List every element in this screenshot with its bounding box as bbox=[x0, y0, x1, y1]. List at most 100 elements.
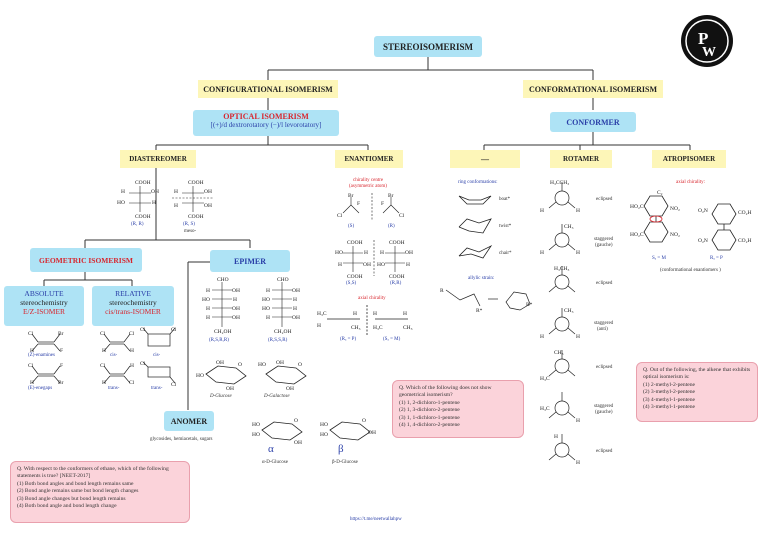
svg-text:H: H bbox=[540, 208, 544, 214]
label-rs: (R, S) bbox=[183, 222, 195, 227]
svg-text:H: H bbox=[338, 262, 342, 268]
label-gauche-2: (gauche) bbox=[595, 410, 613, 415]
svg-text:H: H bbox=[233, 297, 237, 303]
svg-text:F: F bbox=[357, 201, 360, 207]
allylic-strain: RR*R* bbox=[440, 288, 533, 314]
svg-text:CO₂H: CO₂H bbox=[738, 210, 752, 216]
atropisomer-box: ATROPISOMER bbox=[652, 150, 726, 168]
svg-text:NO₂: NO₂ bbox=[670, 232, 680, 238]
svg-text:HO: HO bbox=[202, 297, 210, 303]
ring-conf-label: ring conformations: bbox=[458, 180, 498, 185]
svg-text:O: O bbox=[238, 362, 242, 368]
label-staggered-1: staggered bbox=[594, 237, 614, 242]
q2-o2: (2) 1, 3-dichloro-2-pentene bbox=[399, 407, 460, 414]
label-chair: chair* bbox=[499, 251, 512, 256]
svg-text:CH₂OH: CH₂OH bbox=[274, 329, 292, 335]
svg-text:O: O bbox=[294, 418, 298, 424]
svg-text:OH: OH bbox=[368, 430, 376, 436]
svg-text:H: H bbox=[152, 200, 156, 206]
label-eclipsed-3: eclipsed bbox=[596, 365, 613, 370]
q2-head: Q. Which of the following does not show … bbox=[399, 385, 492, 399]
q3-o1: (1) 2-methyl-2-pentene bbox=[643, 381, 696, 388]
svg-text:HO: HO bbox=[262, 297, 270, 303]
svg-text:Cl: Cl bbox=[337, 213, 343, 219]
svg-text:HO: HO bbox=[196, 373, 204, 379]
pw-logo-icon: P W bbox=[681, 15, 733, 67]
svg-text:OH: OH bbox=[276, 360, 284, 366]
q1-head: Q. With respect to the conformers of eth… bbox=[17, 466, 169, 480]
svg-text:Cl: Cl bbox=[140, 361, 146, 367]
svg-text:HO: HO bbox=[320, 422, 328, 428]
epimer-box: EPIMER bbox=[210, 250, 290, 272]
svg-text:O₂N: O₂N bbox=[698, 208, 708, 214]
svg-text:Cl: Cl bbox=[140, 327, 146, 333]
svg-text:R: R bbox=[440, 288, 444, 294]
svg-text:O₂N: O₂N bbox=[698, 238, 708, 244]
label-trans2: trans- bbox=[151, 386, 163, 391]
q3-head: Q. Out of the following, the alkene that… bbox=[643, 367, 751, 381]
svg-text:H: H bbox=[576, 418, 580, 424]
absolute-l2: stereochemistry bbox=[20, 298, 68, 307]
svg-text:HO₂C: HO₂C bbox=[630, 204, 644, 210]
label-rssr: (R,S,R,R) bbox=[209, 338, 229, 343]
svg-text:O: O bbox=[362, 418, 366, 424]
svg-text:COOH: COOH bbox=[135, 214, 151, 218]
svg-text:CH₃: CH₃ bbox=[564, 224, 574, 230]
label-staggered-2: staggered bbox=[594, 404, 614, 409]
label-eclipsed-2: eclipsed bbox=[596, 281, 613, 286]
svg-text:OH: OH bbox=[405, 250, 413, 256]
svg-text:COOH: COOH bbox=[389, 274, 405, 278]
label-gauche-1: (gauche) bbox=[595, 243, 613, 248]
label-cis: cis- bbox=[110, 353, 118, 358]
svg-text:H: H bbox=[380, 250, 384, 256]
q2-o1: (1) 1, 2-dichloro-1-pentene bbox=[399, 399, 460, 406]
svg-text:R*: R* bbox=[526, 302, 533, 308]
svg-text:Br: Br bbox=[348, 193, 354, 199]
stereoisomerism-title: STEREOISOMERISM bbox=[374, 36, 482, 57]
boat-shape bbox=[458, 195, 492, 205]
svg-text:OH: OH bbox=[292, 288, 300, 294]
svg-text:COOH: COOH bbox=[347, 274, 363, 278]
label-meso: meso- bbox=[184, 229, 197, 234]
label-z-enamines: (Z)-enamines bbox=[28, 353, 55, 358]
rotamer-box: ROTAMER bbox=[550, 150, 612, 168]
label-eclipsed-4: eclipsed bbox=[596, 449, 613, 454]
label-ss: (S,S) bbox=[346, 281, 357, 286]
label-boat: boat* bbox=[499, 197, 511, 202]
svg-text:Br: Br bbox=[58, 331, 64, 337]
twist-shape bbox=[458, 218, 492, 234]
svg-text:H: H bbox=[266, 315, 270, 321]
optical-line: [(+)/d dextrorotatory (−)/l levorotatory… bbox=[210, 121, 322, 129]
q2-o4: (4) 1, 4-dichloro-2-pentene bbox=[399, 421, 460, 428]
svg-text:H: H bbox=[576, 250, 580, 256]
svg-text:C₂: C₂ bbox=[657, 190, 663, 196]
svg-text:H: H bbox=[540, 334, 544, 340]
svg-text:H: H bbox=[121, 189, 125, 195]
anomer-sub: glycosides, hemiacetals, sugars bbox=[150, 437, 213, 442]
conformational-box: CONFORMATIONAL ISOMERISM bbox=[523, 80, 663, 98]
svg-text:H: H bbox=[130, 348, 134, 352]
svg-text:OH: OH bbox=[292, 315, 300, 321]
svg-text:H: H bbox=[174, 203, 178, 209]
svg-text:Br: Br bbox=[58, 380, 64, 384]
footer-url[interactable]: https://t.me/neetwallahpw bbox=[350, 517, 402, 522]
svg-text:CH₂OH: CH₂OH bbox=[214, 329, 232, 335]
svg-text:H: H bbox=[576, 208, 580, 214]
svg-text:H₃CCH₃: H₃CCH₃ bbox=[550, 180, 569, 186]
svg-text:COOH: COOH bbox=[188, 180, 204, 186]
svg-text:H₃CH₃: H₃CH₃ bbox=[554, 266, 570, 272]
q1-o1: (1) Both bond angles and bond length rem… bbox=[17, 480, 134, 487]
label-sa-m: (Sₐ = M) bbox=[383, 337, 401, 342]
svg-text:CH₃: CH₃ bbox=[564, 308, 574, 314]
svg-text:OH: OH bbox=[204, 189, 212, 195]
svg-text:H₃C: H₃C bbox=[540, 376, 550, 382]
svg-text:H: H bbox=[403, 311, 407, 317]
